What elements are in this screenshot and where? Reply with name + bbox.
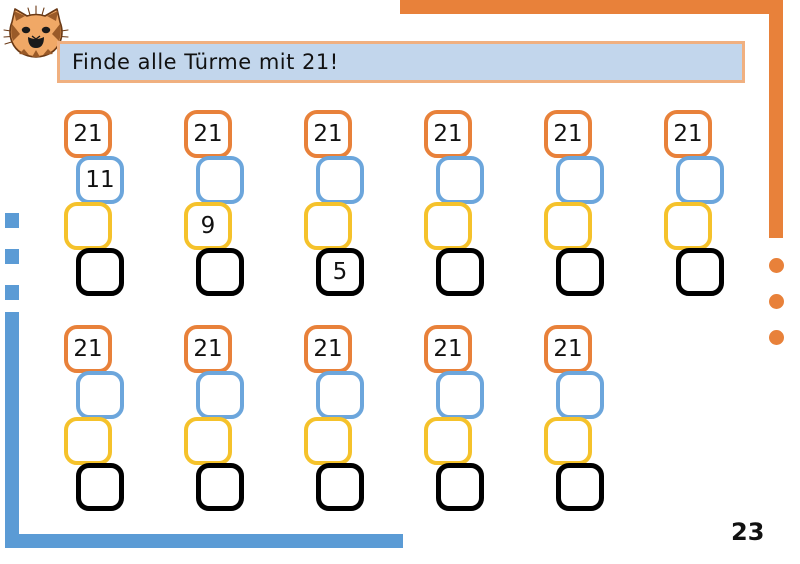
decor-blue-bottom-bar [5,534,403,548]
tower-cell-yellow[interactable] [64,202,112,250]
tower-cell-orange[interactable]: 21 [424,110,472,158]
tower-cell-yellow[interactable] [544,417,592,465]
tower-cell-black[interactable] [196,248,244,296]
tower-cell-orange[interactable]: 21 [664,110,712,158]
tower-cell-orange[interactable]: 21 [544,325,592,373]
tower-cell-blue[interactable] [676,156,724,204]
tower-cell-blue[interactable] [556,156,604,204]
tower-cell-yellow[interactable] [544,202,592,250]
tower-cell-orange[interactable]: 21 [544,110,592,158]
tower-cell-orange[interactable]: 21 [304,325,352,373]
page-number: 23 [731,518,765,546]
tower-cell-orange[interactable]: 21 [184,325,232,373]
decor-orange-right-bar [769,0,783,238]
tower-cell-black[interactable] [76,463,124,511]
tower-cell-blue[interactable] [556,371,604,419]
decor-blue-left-bar [5,312,19,548]
tower-cell-yellow[interactable] [304,417,352,465]
tower-cell-orange[interactable]: 21 [424,325,472,373]
tower-cell-black[interactable] [436,248,484,296]
tower-cell-black[interactable] [436,463,484,511]
tower-cell-yellow[interactable] [424,417,472,465]
tower-cell-yellow[interactable]: 9 [184,202,232,250]
tower-cell-blue[interactable] [196,156,244,204]
tower-cell-yellow[interactable] [664,202,712,250]
tower-cell-black[interactable] [316,463,364,511]
decor-orange-top-bar [400,0,783,14]
tower-cell-black[interactable] [76,248,124,296]
tower-cell-blue[interactable] [196,371,244,419]
tower-cell-yellow[interactable] [64,417,112,465]
instruction-text: Finde alle Türme mit 21! [72,50,339,74]
tower-cell-orange[interactable]: 21 [184,110,232,158]
decor-orange-dot-2 [769,294,784,309]
tower-cell-blue[interactable] [436,156,484,204]
instruction-banner: Finde alle Türme mit 21! [57,41,745,83]
tower-cell-blue[interactable] [436,371,484,419]
tower-cell-black[interactable] [676,248,724,296]
decor-orange-dot-1 [769,258,784,273]
tower-cell-black[interactable]: 5 [316,248,364,296]
tower-cell-yellow[interactable] [424,202,472,250]
decor-blue-square-2 [5,249,19,264]
tower-cell-yellow[interactable] [304,202,352,250]
decor-blue-square-1 [5,213,19,228]
tower-cell-orange[interactable]: 21 [64,325,112,373]
tower-cell-blue[interactable] [316,371,364,419]
tower-cell-orange[interactable]: 21 [64,110,112,158]
tower-cell-yellow[interactable] [184,417,232,465]
decor-orange-dot-3 [769,330,784,345]
decor-blue-square-3 [5,285,19,300]
tower-cell-blue[interactable]: 11 [76,156,124,204]
tower-cell-orange[interactable]: 21 [304,110,352,158]
tower-cell-black[interactable] [556,248,604,296]
tower-cell-black[interactable] [556,463,604,511]
tower-cell-blue[interactable] [76,371,124,419]
cat-face-icon [3,5,69,58]
tower-cell-black[interactable] [196,463,244,511]
tower-cell-blue[interactable] [316,156,364,204]
